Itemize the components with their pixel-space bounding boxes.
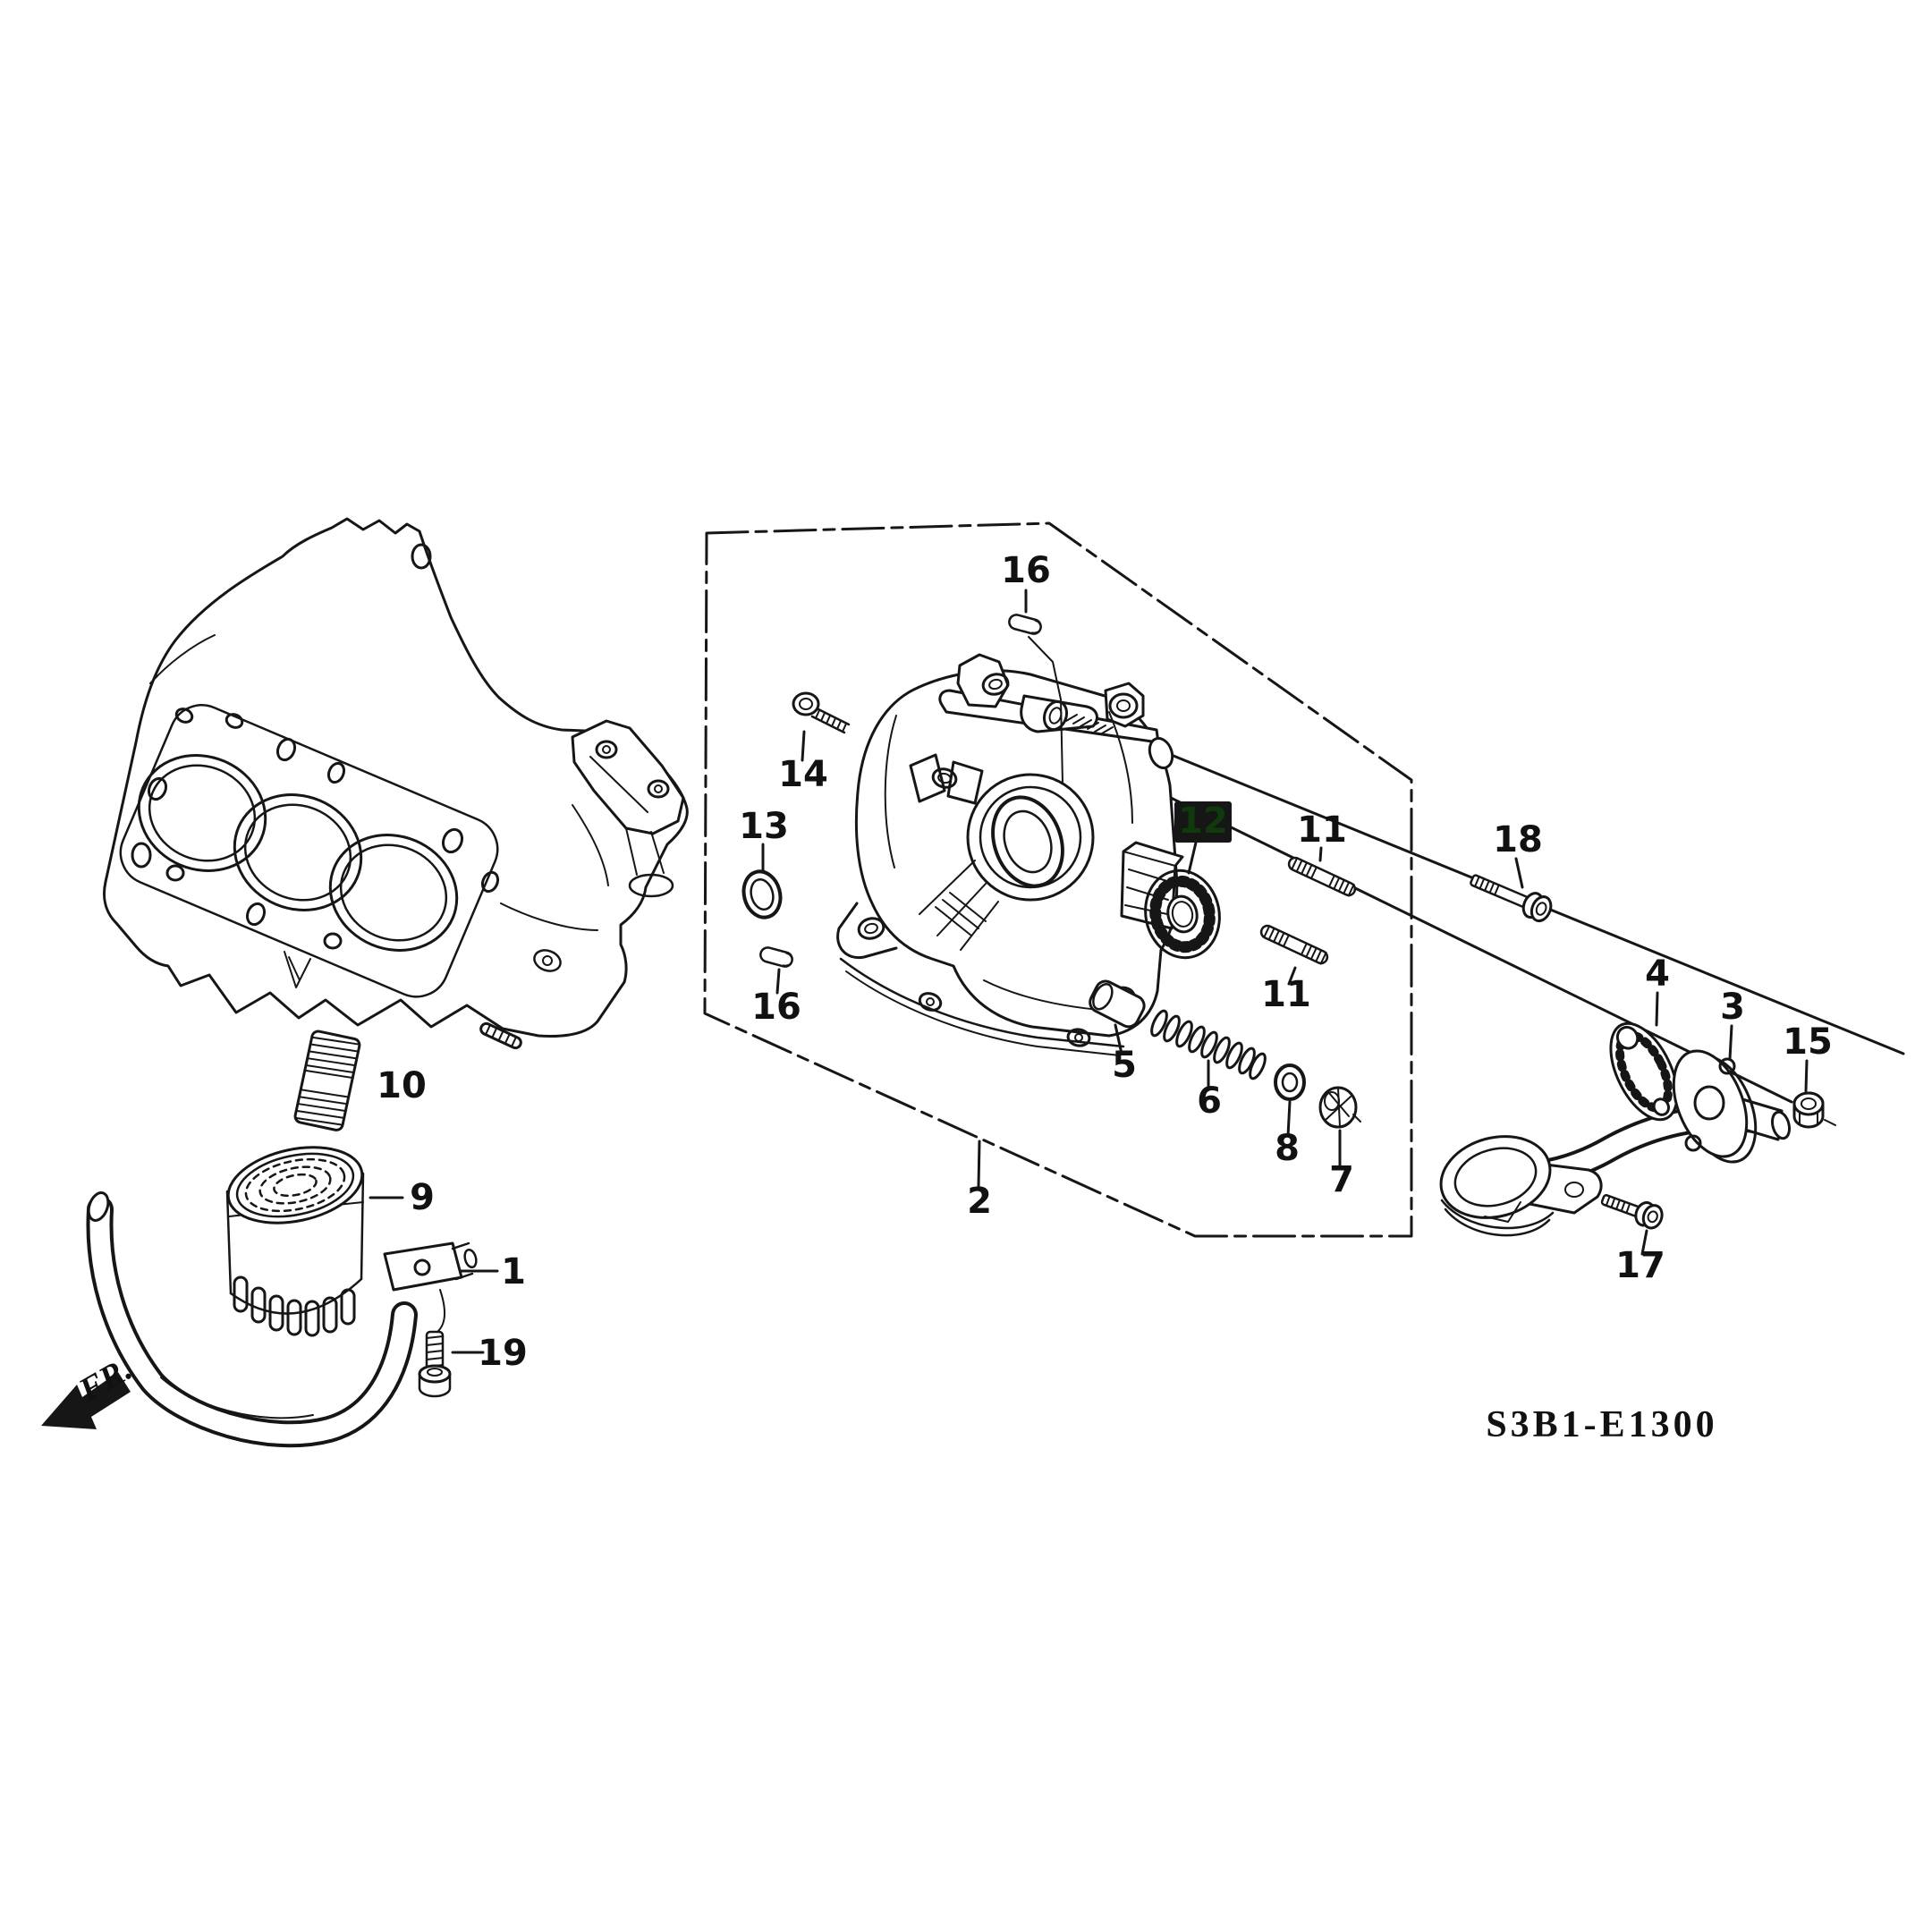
fr-arrow-icon	[41, 1372, 131, 1429]
part-callout-8[interactable]: 8	[1275, 1128, 1300, 1169]
callout-labels: 16 14 13 16 12 11 11 18 4 3 15 5 6 8 7 2…	[377, 550, 1833, 1374]
part-callout-7[interactable]: 7	[1329, 1159, 1354, 1200]
highlight-badge-12	[1174, 801, 1232, 843]
part-callout-9[interactable]: 9	[410, 1177, 435, 1218]
stud-11b-drawing	[1259, 924, 1329, 965]
part-callout-18[interactable]: 18	[1493, 819, 1543, 860]
part-callout-19[interactable]: 19	[478, 1333, 528, 1374]
front-direction-marker: FR.	[41, 1350, 139, 1429]
part-callout-16-top[interactable]: 16	[1001, 550, 1051, 591]
relief-spring-6-drawing	[1150, 1009, 1267, 1080]
bolt-17-drawing	[1600, 1194, 1664, 1230]
relief-valve-7-drawing	[1318, 1086, 1361, 1129]
engine-block-drawing	[103, 517, 689, 1050]
washer-8-drawing	[1274, 1063, 1306, 1101]
part-callout-13[interactable]: 13	[739, 806, 789, 847]
part-callout-11-upper[interactable]: 11	[1297, 809, 1347, 851]
oring-13-drawing	[741, 869, 783, 919]
part-callout-4[interactable]: 4	[1645, 953, 1670, 995]
part-callout-15[interactable]: 15	[1783, 1021, 1833, 1063]
bolt-18-drawing	[1470, 874, 1553, 923]
stud-11a-drawing	[1287, 856, 1357, 897]
dowel-pin-16b-drawing	[759, 946, 793, 968]
part-callout-5[interactable]: 5	[1112, 1045, 1137, 1086]
gasket-4-drawing	[1609, 1021, 1679, 1122]
part-callout-6[interactable]: 6	[1197, 1080, 1222, 1122]
oil-seal-12-drawing	[1144, 869, 1221, 960]
callout-leaders	[369, 589, 1809, 1354]
diagram-code: S3B1-E1300	[1486, 1404, 1717, 1445]
part-callout-14[interactable]: 14	[778, 754, 828, 795]
relief-valve-cap-5-drawing	[1089, 979, 1146, 1029]
flange-3-drawing	[1672, 1049, 1758, 1164]
nut-15-drawing	[1792, 1091, 1836, 1129]
part-callout-3[interactable]: 3	[1720, 987, 1745, 1028]
part-callout-1[interactable]: 1	[501, 1251, 526, 1292]
part-callout-16-left[interactable]: 16	[751, 987, 801, 1028]
part-callout-12-highlighted[interactable]: 12	[1178, 801, 1228, 842]
oil-filter-pipe-drawing	[86, 1030, 478, 1448]
bolt-14-drawing	[792, 691, 851, 734]
strainer-drawing	[1439, 1135, 1603, 1237]
assembly-boundary-box	[703, 521, 1413, 1238]
part-callout-11-lower[interactable]: 11	[1261, 974, 1311, 1015]
part-callout-17[interactable]: 17	[1615, 1245, 1665, 1286]
dowel-pin-16a-drawing	[1008, 614, 1042, 635]
bolt-19-drawing	[418, 1330, 452, 1398]
part-callout-2[interactable]: 2	[967, 1181, 992, 1222]
part-callout-10[interactable]: 10	[377, 1065, 427, 1106]
